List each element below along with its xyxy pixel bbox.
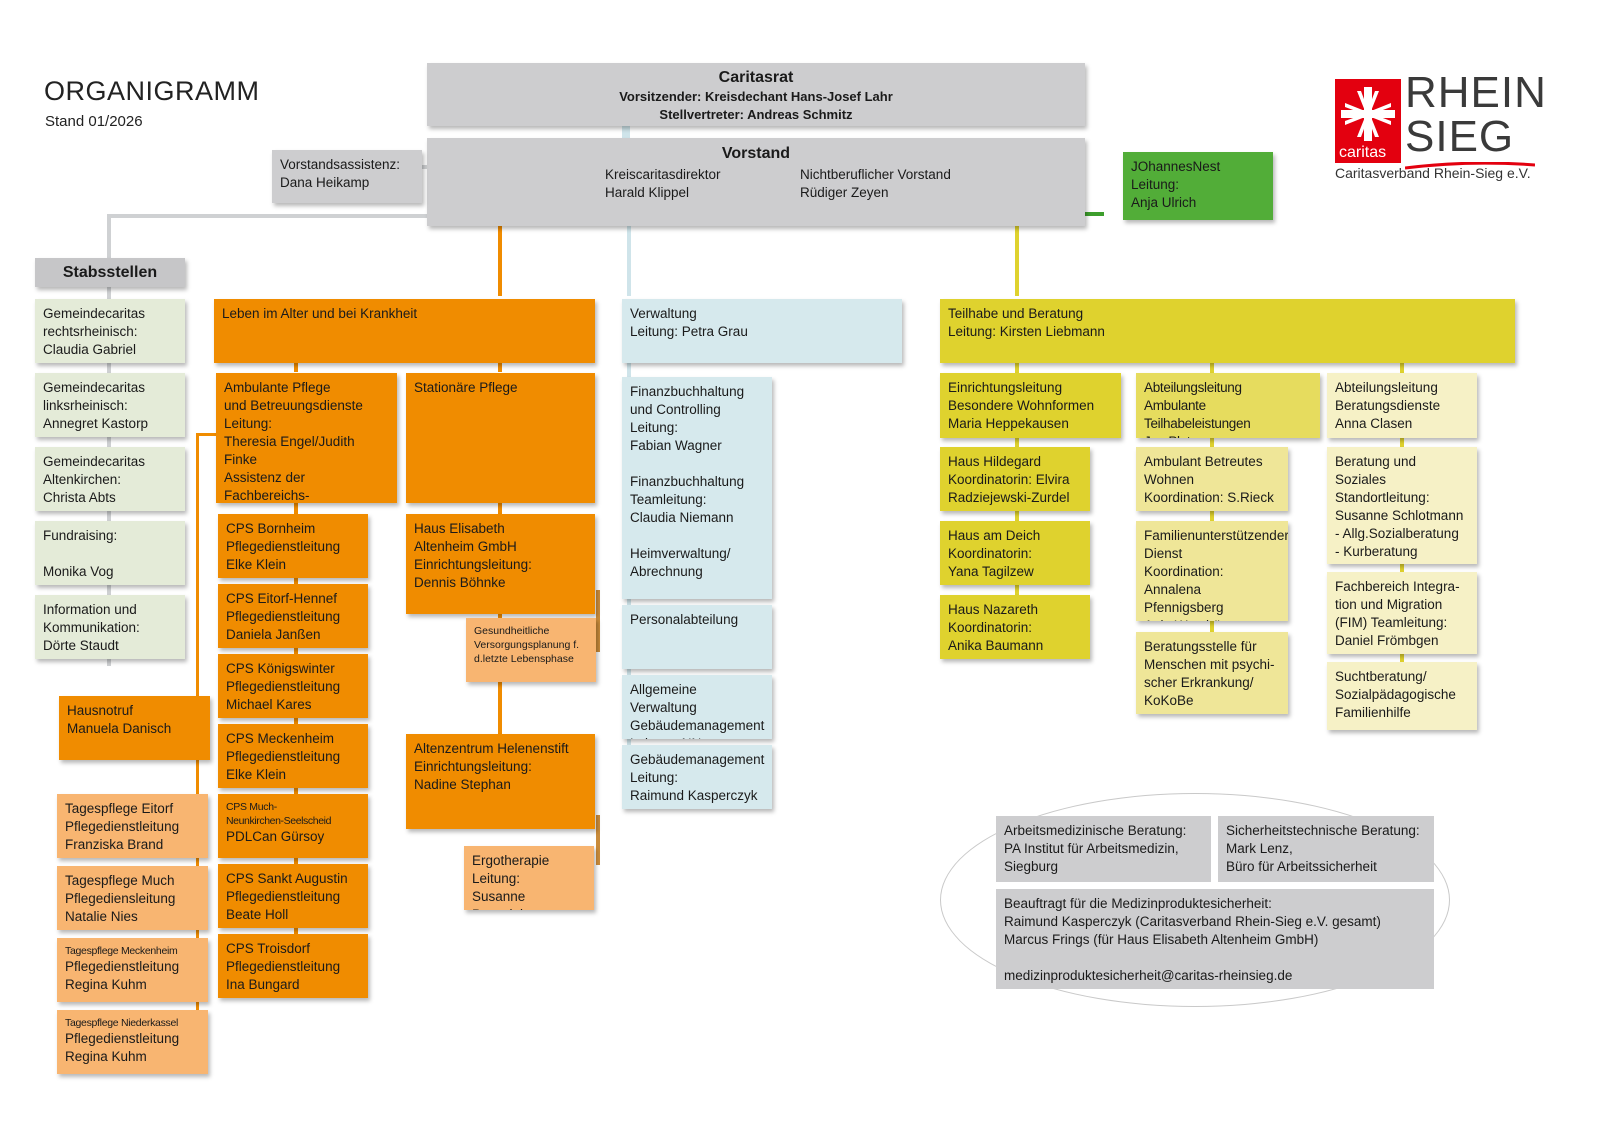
suchtberatung-box: Suchtberatung/ Sozialpädagogische Famili… xyxy=(1327,662,1477,730)
tagespflege-niederkassel-box: Tagespflege Niederkassel Pflegedienstlei… xyxy=(57,1010,208,1074)
logo-swoosh xyxy=(1404,157,1536,170)
vorstand-title: Vorstand xyxy=(721,145,791,162)
connector-line xyxy=(294,362,298,372)
cps-eitorf-hennef-box: CPS Eitorf-Hennef Pflegedienstleitung Da… xyxy=(218,584,368,648)
sicherheitstechnik-box: Sicherheitstechnische Beratung: Mark Len… xyxy=(1218,816,1434,882)
logo-sieg: SIEG xyxy=(1405,112,1515,161)
stationaere-pflege-box: Stationäre Pflege xyxy=(406,373,595,503)
connector-line xyxy=(498,226,502,296)
cps-bornheim-box: CPS Bornheim Pflegedienstleitung Elke Kl… xyxy=(218,514,368,578)
beratung-soziales-box: Beratung und Soziales Standortleitung: S… xyxy=(1327,447,1477,564)
logo-org-name: Caritasverband Rhein-Sieg e.V. xyxy=(1335,165,1531,181)
altenzentrum-helenenstift-box: Altenzentrum Helenenstift Einrichtungsle… xyxy=(406,734,595,829)
page-subtitle: Stand 01/2026 xyxy=(45,113,143,130)
cps-sankt-augustin-box: CPS Sankt Augustin Pflegedienstleitung B… xyxy=(218,864,368,928)
tagespflege-meckenheim-box: Tagespflege Meckenheim Pflegedienstleitu… xyxy=(57,938,208,1002)
cps-troisdorf-box: CPS Troisdorf Pflegedienstleitung Ina Bu… xyxy=(218,934,368,998)
caritasrat-title: Caritasrat xyxy=(718,69,794,86)
arbeitsmedizin-box: Arbeitsmedizinische Beratung: PA Institu… xyxy=(996,816,1211,882)
cps-meckenheim-box: CPS Meckenheim Pflegedienstleitung Elke … xyxy=(218,724,368,788)
connector-line xyxy=(596,590,600,652)
connector-line xyxy=(1015,226,1019,296)
medizinproduktesicherheit-box: Beauftragt für die Medizinproduktesicher… xyxy=(996,889,1434,989)
beratungsstelle-psychische-erkrankung-box: Beratungsstelle für Menschen mit psychi-… xyxy=(1136,632,1288,714)
tagespflege-much-box: Tagespflege Much Pflegediensleitung Nata… xyxy=(57,866,208,930)
familienunterstuetzender-dienst-box: Familienunterstützender Dienst Koordinat… xyxy=(1136,521,1288,621)
hausnotruf-box: Hausnotruf Manuela Danisch xyxy=(59,696,210,760)
vorstandsassistenz-box: Vorstandsassistenz: Dana Heikamp xyxy=(272,150,422,203)
verwaltung-box: Verwaltung Leitung: Petra Grau xyxy=(622,299,902,363)
connector-line xyxy=(498,362,502,372)
caritas-cross-icon: caritas xyxy=(1335,79,1401,163)
vorstand-honorary: Nichtberuflicher Vorstand Rüdiger Zeyen xyxy=(800,167,951,200)
stabsstelle-gemeindecaritas-links: Gemeindecaritas linksrheinisch: Annegret… xyxy=(35,373,185,437)
vorstand-director: Kreiscaritasdirektor Harald Klippel xyxy=(605,167,721,200)
extern-ellipse xyxy=(940,793,1450,1007)
tagespflege-eitorf-box: Tagespflege Eitorf Pflegedienstleitung F… xyxy=(57,794,208,858)
haus-nazareth-box: Haus Nazareth Koordinatorin: Anika Bauma… xyxy=(940,595,1090,659)
stabsstelle-kommunikation: Information und Kommunikation: Dörte Sta… xyxy=(35,595,185,659)
personalabteilung-box: Personalabteilung xyxy=(622,605,772,669)
connector-line xyxy=(107,214,427,218)
connector-line xyxy=(196,433,216,436)
stabsstelle-gemeindecaritas-altenkirchen: Gemeindecaritas Altenkirchen: Christa Ab… xyxy=(35,447,185,511)
caritasrat-deputy: Stellvertreter: Andreas Schmitz xyxy=(659,107,853,122)
haus-hildegard-box: Haus Hildegard Koordinatorin: Elvira Rad… xyxy=(940,447,1090,511)
caritasrat-chair: Vorsitzender: Kreisdechant Hans-Josef La… xyxy=(619,89,893,104)
leben-im-alter-box: Leben im Alter und bei Krankheit xyxy=(214,299,595,363)
connector-line xyxy=(596,815,600,865)
ergotherapie-box: Ergotherapie Leitung: Susanne Przewloka xyxy=(464,846,594,910)
caritas-wordmark: caritas xyxy=(1339,144,1387,161)
integration-migration-box: Fachbereich Integra- tion und Migration … xyxy=(1327,572,1477,654)
allgemeine-verwaltung-box: Allgemeine Verwaltung Gebäudemanagement … xyxy=(622,675,772,739)
stabsstelle-gemeindecaritas-rechts: Gemeindecaritas rechtsrheinisch: Claudia… xyxy=(35,299,185,363)
johannesnest-box: JOhannesNest Leitung: Anja Ulrich xyxy=(1123,152,1273,220)
cps-much-box: CPS Much- Neunkirchen-Seelscheid PDLCan … xyxy=(218,794,368,858)
vorstand-box: Vorstand Kreiscaritasdirektor Harald Kli… xyxy=(427,138,1085,226)
stabsstellen-header: Stabsstellen xyxy=(35,258,185,287)
gesundheitliche-versorgungsplanung-box: Gesundheitliche Versorgungsplanung f. d.… xyxy=(466,618,596,682)
haus-elisabeth-box: Haus Elisabeth Altenheim GmbH Einrichtun… xyxy=(406,514,595,614)
connector-line xyxy=(107,214,111,258)
gebaeudemanagement-box: Gebäudemanagement Leitung: Raimund Kaspe… xyxy=(622,745,772,809)
haus-am-deich-box: Haus am Deich Koordinatorin: Yana Tagilz… xyxy=(940,521,1090,585)
connector-line xyxy=(627,226,631,296)
beratungsdienste-head: Abteilungsleitung Beratungsdienste Anna … xyxy=(1327,373,1477,438)
page-title: ORGANIGRAMM xyxy=(44,76,260,106)
caritasrat-box: Caritasrat Vorsitzender: Kreisdechant Ha… xyxy=(427,63,1085,126)
stabsstelle-fundraising: Fundraising: Monika Vog xyxy=(35,521,185,585)
cps-koenigswinter-box: CPS Königswinter Pflegedienstleitung Mic… xyxy=(218,654,368,718)
logo-rhein: RHEIN xyxy=(1405,68,1547,117)
teilhabe-beratung-box: Teilhabe und Beratung Leitung: Kirsten L… xyxy=(940,299,1515,363)
ambulant-betreutes-wohnen-box: Ambulant Betreutes Wohnen Koordination: … xyxy=(1136,447,1288,511)
finanzbuchhaltung-box: Finanzbuchhaltung und Controlling Leitun… xyxy=(622,377,772,599)
besondere-wohnformen-head: Einrichtungsleitung Besondere Wohnformen… xyxy=(940,373,1121,438)
connector-line xyxy=(1084,212,1104,216)
ambulante-teilhabe-head: Abteilungsleitung Ambulante Teilhabeleis… xyxy=(1136,373,1320,438)
connector-line xyxy=(622,126,630,138)
caritas-logo: caritas RHEIN SIEG Caritasverband Rhein-… xyxy=(1335,69,1546,189)
ambulante-pflege-box: Ambulante Pflege und Betreuungsdienste L… xyxy=(216,373,397,503)
